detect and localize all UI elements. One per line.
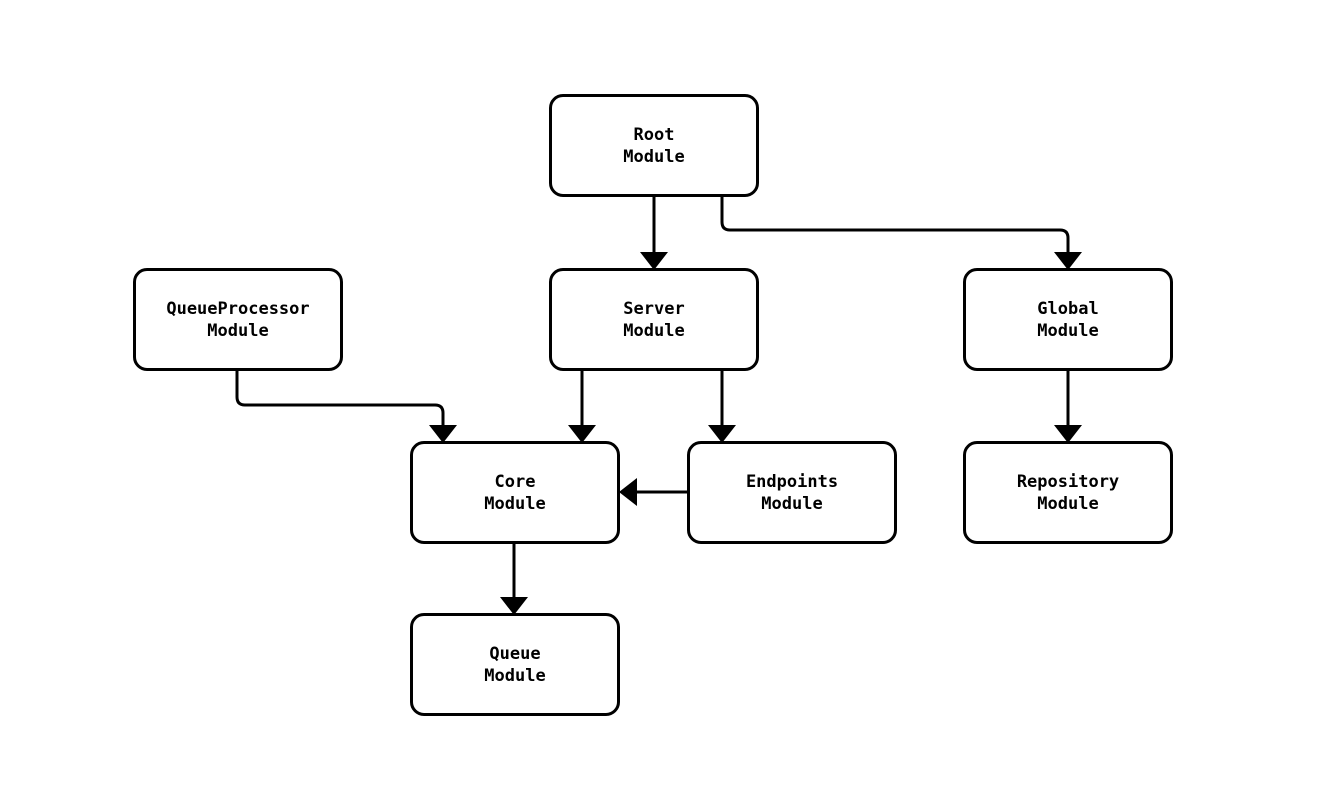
- node-label: Root Module: [623, 124, 685, 167]
- edge-global-to-repository: [1054, 371, 1082, 443]
- node-root-module[interactable]: Root Module: [549, 94, 759, 197]
- node-server-module[interactable]: Server Module: [549, 268, 759, 371]
- edge-server-to-core: [568, 371, 596, 443]
- node-core-module[interactable]: Core Module: [410, 441, 620, 544]
- arrowhead-down: [1054, 252, 1082, 270]
- node-label: Global Module: [1037, 298, 1099, 341]
- node-label: Repository Module: [1016, 471, 1120, 514]
- edge-root-to-server: [640, 197, 668, 270]
- edge-queueprocessor-to-core: [235, 371, 457, 443]
- edge-server-to-endpoints: [708, 371, 736, 443]
- node-label: QueueProcessor Module: [166, 298, 310, 341]
- arrowhead-left: [619, 478, 637, 506]
- node-global-module[interactable]: Global Module: [963, 268, 1173, 371]
- edge-root-to-global: [720, 197, 1082, 270]
- node-repository-module[interactable]: Repository Module: [963, 441, 1173, 544]
- arrowhead-down: [429, 425, 457, 443]
- node-label: Core Module: [484, 471, 546, 514]
- node-label: Queue Module: [484, 643, 546, 686]
- arrowhead-down: [1054, 425, 1082, 443]
- node-queueprocessor-module[interactable]: QueueProcessor Module: [133, 268, 343, 371]
- arrowhead-down: [500, 597, 528, 615]
- arrowhead-down: [708, 425, 736, 443]
- arrowhead-down: [568, 425, 596, 443]
- node-label: Server Module: [623, 298, 685, 341]
- node-label: Endpoints Module: [745, 471, 839, 514]
- edge-line: [235, 371, 445, 431]
- node-endpoints-module[interactable]: Endpoints Module: [687, 441, 897, 544]
- edge-endpoints-to-core: [619, 478, 687, 506]
- edge-line: [720, 197, 1070, 258]
- arrowhead-down: [640, 252, 668, 270]
- edge-core-to-queue: [500, 544, 528, 615]
- node-queue-module[interactable]: Queue Module: [410, 613, 620, 716]
